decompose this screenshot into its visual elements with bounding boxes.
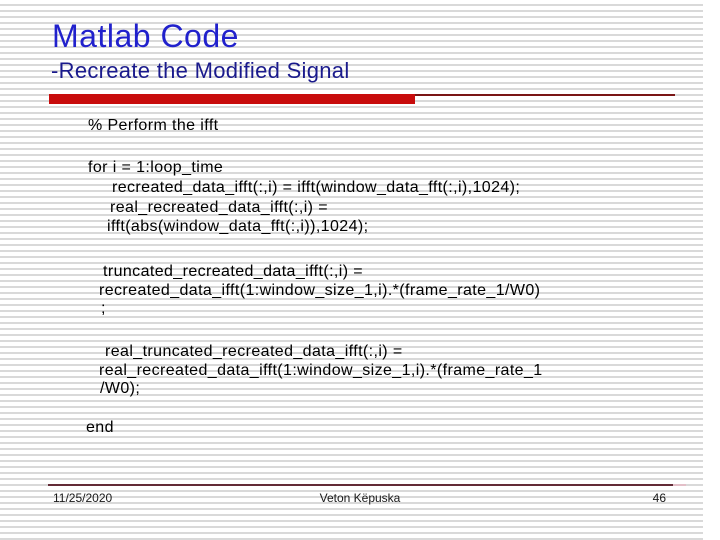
footer-rule	[48, 484, 673, 486]
code-line: recreated_data_ifft(:,i) = ifft(window_d…	[112, 179, 521, 196]
code-line: real_truncated_recreated_data_ifft(:,i) …	[105, 343, 403, 360]
code-line: /W0);	[100, 380, 141, 397]
page-title: Matlab Code	[52, 18, 239, 54]
code-line: end	[86, 419, 114, 436]
code-line: ifft(abs(window_data_fft(:,i)),1024);	[107, 218, 369, 235]
slide-number-label: 46	[652, 491, 666, 505]
footer-rule-tail	[673, 484, 686, 486]
title-underline-bar	[49, 94, 415, 104]
code-line: for i = 1:loop_time	[88, 159, 224, 176]
code-line: % Perform the ifft	[88, 117, 219, 134]
code-line: real_recreated_data_ifft(1:window_size_1…	[99, 362, 543, 379]
code-line: ;	[101, 300, 106, 317]
page-subtitle: -Recreate the Modified Signal	[51, 58, 350, 83]
code-line: real_recreated_data_ifft(:,i) =	[110, 199, 329, 216]
code-line: truncated_recreated_data_ifft(:,i) =	[103, 263, 364, 280]
code-line: recreated_data_ifft(1:window_size_1,i).*…	[99, 282, 541, 299]
footer-author: Veton Këpuska	[319, 491, 401, 505]
footer-date: 11/25/2020	[53, 491, 113, 505]
right-margin	[703, 0, 720, 540]
